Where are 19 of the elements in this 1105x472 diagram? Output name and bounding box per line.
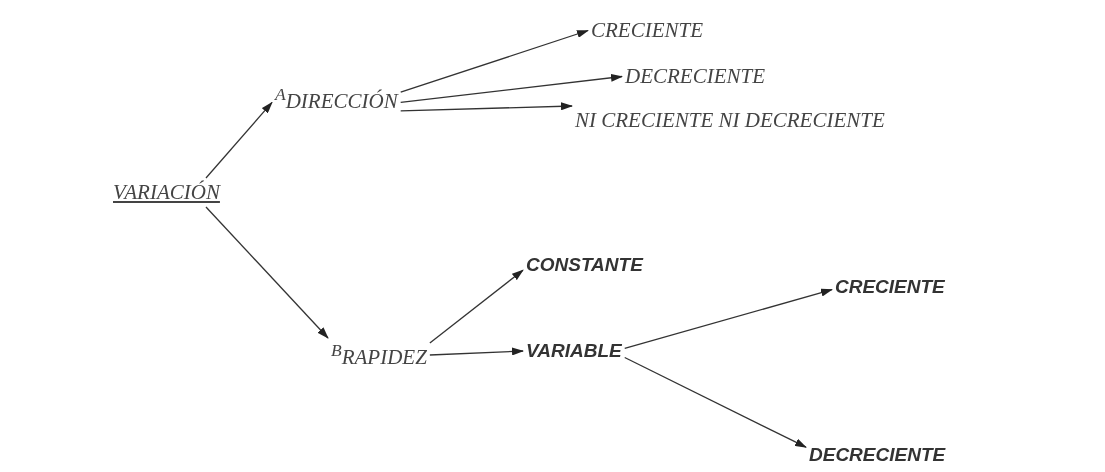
arrow: [429, 269, 524, 344]
arrow: [205, 101, 273, 179]
arrow: [624, 288, 833, 350]
arrow: [400, 29, 589, 93]
node-label: $^{A}$DIRECCIÓN: [272, 82, 401, 116]
node-label: DECRECIENTE: [622, 62, 768, 91]
node-label: CRECIENTE: [588, 16, 706, 45]
node-label: VARIABLE: [523, 338, 625, 364]
node-label: VARIACIÓN: [110, 178, 223, 207]
arrow: [400, 73, 623, 104]
node-label: $^{B}$RAPIDEZ: [328, 338, 430, 372]
node-label: CRECIENTE: [832, 274, 948, 300]
arrow: [400, 102, 573, 112]
arrow: [429, 347, 524, 356]
arrow: [624, 356, 807, 448]
node-label: NI CRECIENTE NI DECRECIENTE: [572, 106, 888, 135]
node-label: CONSTANTE: [523, 252, 646, 278]
node-label: DECRECIENTE: [806, 442, 949, 468]
arrow: [205, 206, 329, 339]
